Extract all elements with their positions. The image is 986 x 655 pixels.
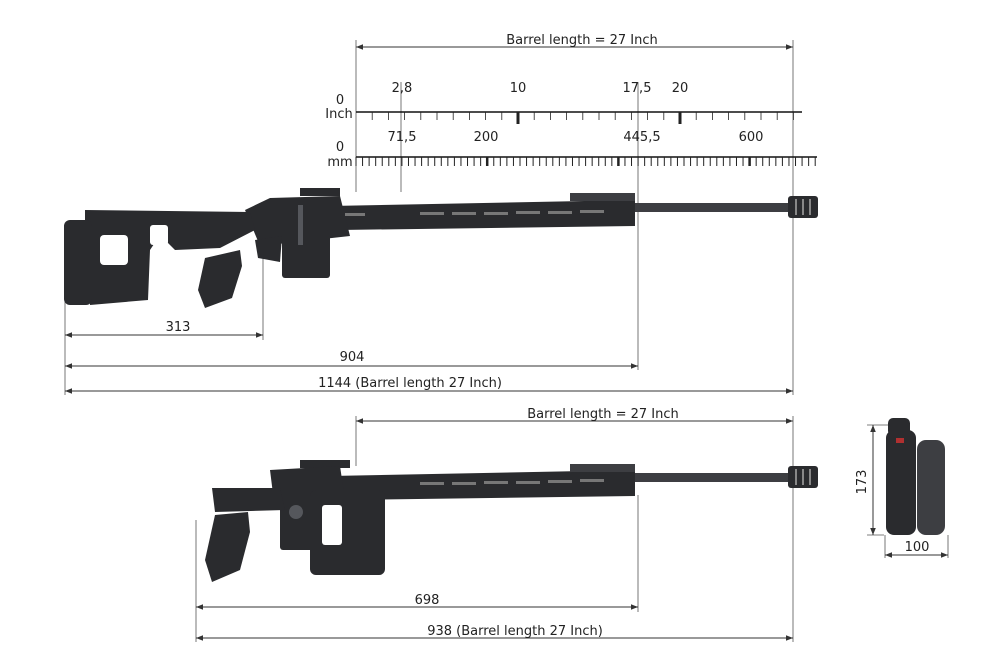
rifle-end-view: 173 100 [855, 418, 949, 558]
dim-1144-label: 1144 (Barrel length 27 Inch) [318, 376, 502, 391]
dim-100-label: 100 [905, 540, 930, 555]
inch-label: 20 [672, 81, 689, 96]
folded-stock [310, 490, 385, 575]
dim-904-label: 904 [340, 350, 365, 365]
folded-overall-dimension: 938 (Barrel length 27 Inch) [196, 624, 793, 641]
inch-label: 2,8 [392, 81, 413, 96]
pistol-grip [198, 250, 242, 308]
inch-label: 10 [510, 81, 527, 96]
overall-length-dimension: 1144 (Barrel length 27 Inch) [65, 376, 793, 394]
barrel-length-label: Barrel length = 27 Inch [506, 33, 658, 48]
904-dimension: 904 [65, 350, 638, 369]
mm-ruler: 0 mm 71,5 200 445,5 600 [327, 130, 817, 170]
inch-label: 17,5 [623, 81, 652, 96]
buttpad [64, 220, 92, 305]
inch-ruler: 0 Inch 2,8 10 17,5 20 [325, 81, 802, 124]
dim-313-label: 313 [166, 320, 191, 335]
pistol-grip [205, 512, 250, 582]
folded-barrel-dimension: Barrel length = 27 Inch [195, 407, 794, 642]
mm-label: 445,5 [623, 130, 660, 145]
dim-938-label: 938 (Barrel length 27 Inch) [427, 624, 603, 639]
mm-label: 71,5 [388, 130, 417, 145]
stock-dimension: 313 [65, 320, 263, 338]
top-barrel-dimension: Barrel length = 27 Inch [356, 33, 793, 50]
mm-unit: mm [327, 155, 352, 170]
rifle-extended-side-view [64, 188, 818, 308]
magazine [282, 230, 330, 278]
barrel-length-label: Barrel length = 27 Inch [527, 407, 679, 422]
inch-zero: 0 [336, 93, 344, 108]
rifle-folded-side-view [205, 460, 818, 582]
dim-698-label: 698 [415, 593, 440, 608]
mm-label: 600 [739, 130, 764, 145]
mm-label: 200 [474, 130, 499, 145]
698-dimension: 698 [196, 593, 638, 610]
inch-unit: Inch [325, 107, 352, 122]
mm-zero: 0 [336, 140, 344, 155]
dim-173-label: 173 [855, 470, 870, 495]
